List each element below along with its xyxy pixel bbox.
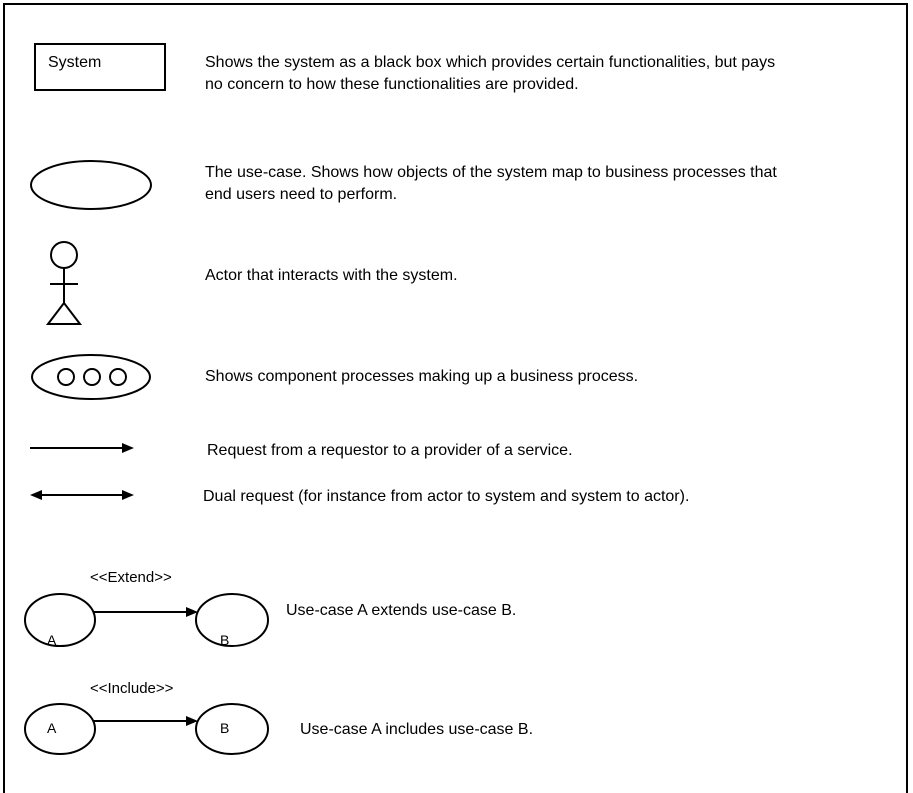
actor-icon bbox=[45, 241, 83, 325]
system-description-line2: no concern to how these functionalities … bbox=[205, 76, 579, 93]
component-processes-description: Shows component processes making up a bu… bbox=[205, 368, 639, 385]
component-processes-symbol bbox=[31, 354, 151, 400]
use-case-description: The use-case. Shows how objects of the s… bbox=[205, 162, 777, 206]
include-to-label: B bbox=[220, 720, 230, 736]
extend-relationship-symbol bbox=[24, 593, 269, 647]
request-arrow-icon bbox=[30, 443, 134, 453]
legend-frame bbox=[3, 3, 908, 793]
use-case-description-line1: The use-case. Shows how objects of the s… bbox=[205, 164, 777, 181]
dual-request-arrow-icon bbox=[30, 490, 134, 500]
include-relationship-symbol bbox=[24, 703, 269, 755]
system-box-symbol: System bbox=[34, 43, 166, 91]
extend-to-label: B bbox=[220, 632, 230, 648]
extend-description: Use-case A extends use-case B. bbox=[286, 602, 517, 619]
system-box-label: System bbox=[48, 54, 102, 71]
system-description-line1: Shows the system as a black box which pr… bbox=[205, 54, 776, 71]
include-from-label: A bbox=[47, 720, 57, 736]
extend-stereotype-label: <<Extend>> bbox=[90, 569, 172, 586]
request-description: Request from a requestor to a provider o… bbox=[207, 442, 573, 459]
include-stereotype-label: <<Include>> bbox=[90, 680, 174, 697]
dual-request-description: Dual request (for instance from actor to… bbox=[203, 488, 690, 505]
use-case-description-line2: end users need to perform. bbox=[205, 186, 398, 203]
use-case-ellipse-symbol bbox=[30, 160, 152, 210]
extend-from-label: A bbox=[47, 632, 57, 648]
include-description: Use-case A includes use-case B. bbox=[300, 721, 534, 738]
actor-description: Actor that interacts with the system. bbox=[205, 267, 458, 284]
system-description: Shows the system as a black box which pr… bbox=[205, 52, 775, 96]
